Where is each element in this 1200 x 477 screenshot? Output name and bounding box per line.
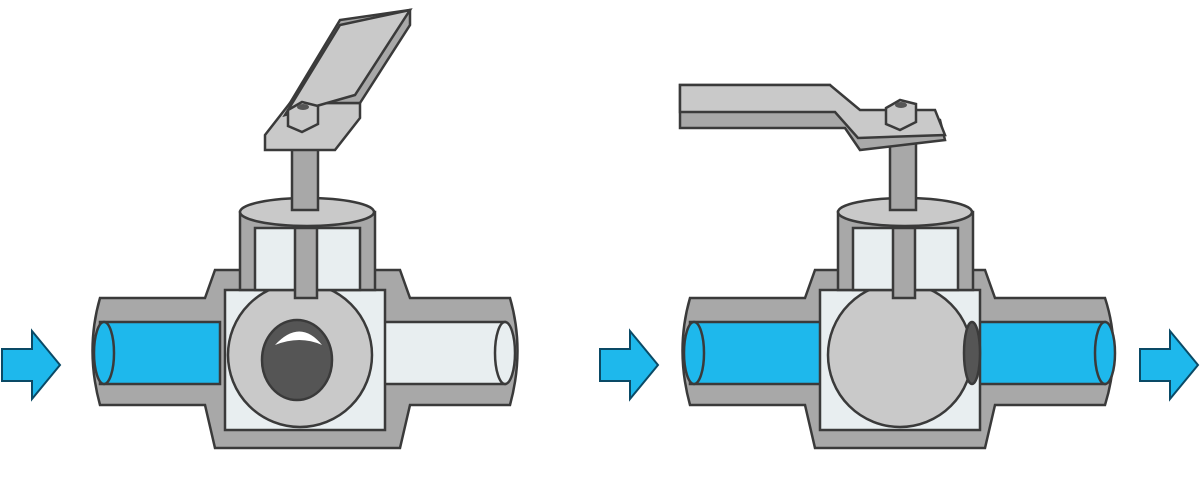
valve-closed [91,8,519,450]
bonnet [238,196,377,300]
valve-chamber [223,281,387,432]
handle-lever [678,83,947,152]
hex-nut [286,100,320,134]
flow-arrow-inlet-left [1,330,61,400]
valve-chamber [818,281,982,432]
ball [826,281,974,429]
outlet-pipe-empty [368,320,517,386]
outlet-pipe-flow [968,320,1117,386]
inlet-pipe-flow [92,320,222,386]
inlet-pipe-flow [682,320,827,386]
bonnet [836,196,975,300]
handle-lever [263,8,413,152]
flow-arrow-outlet-right [1139,330,1199,400]
ball-bore-opening [962,320,982,386]
valve-open [678,83,1117,450]
flow-arrow-inlet-right [599,330,659,400]
hex-nut [884,98,918,132]
